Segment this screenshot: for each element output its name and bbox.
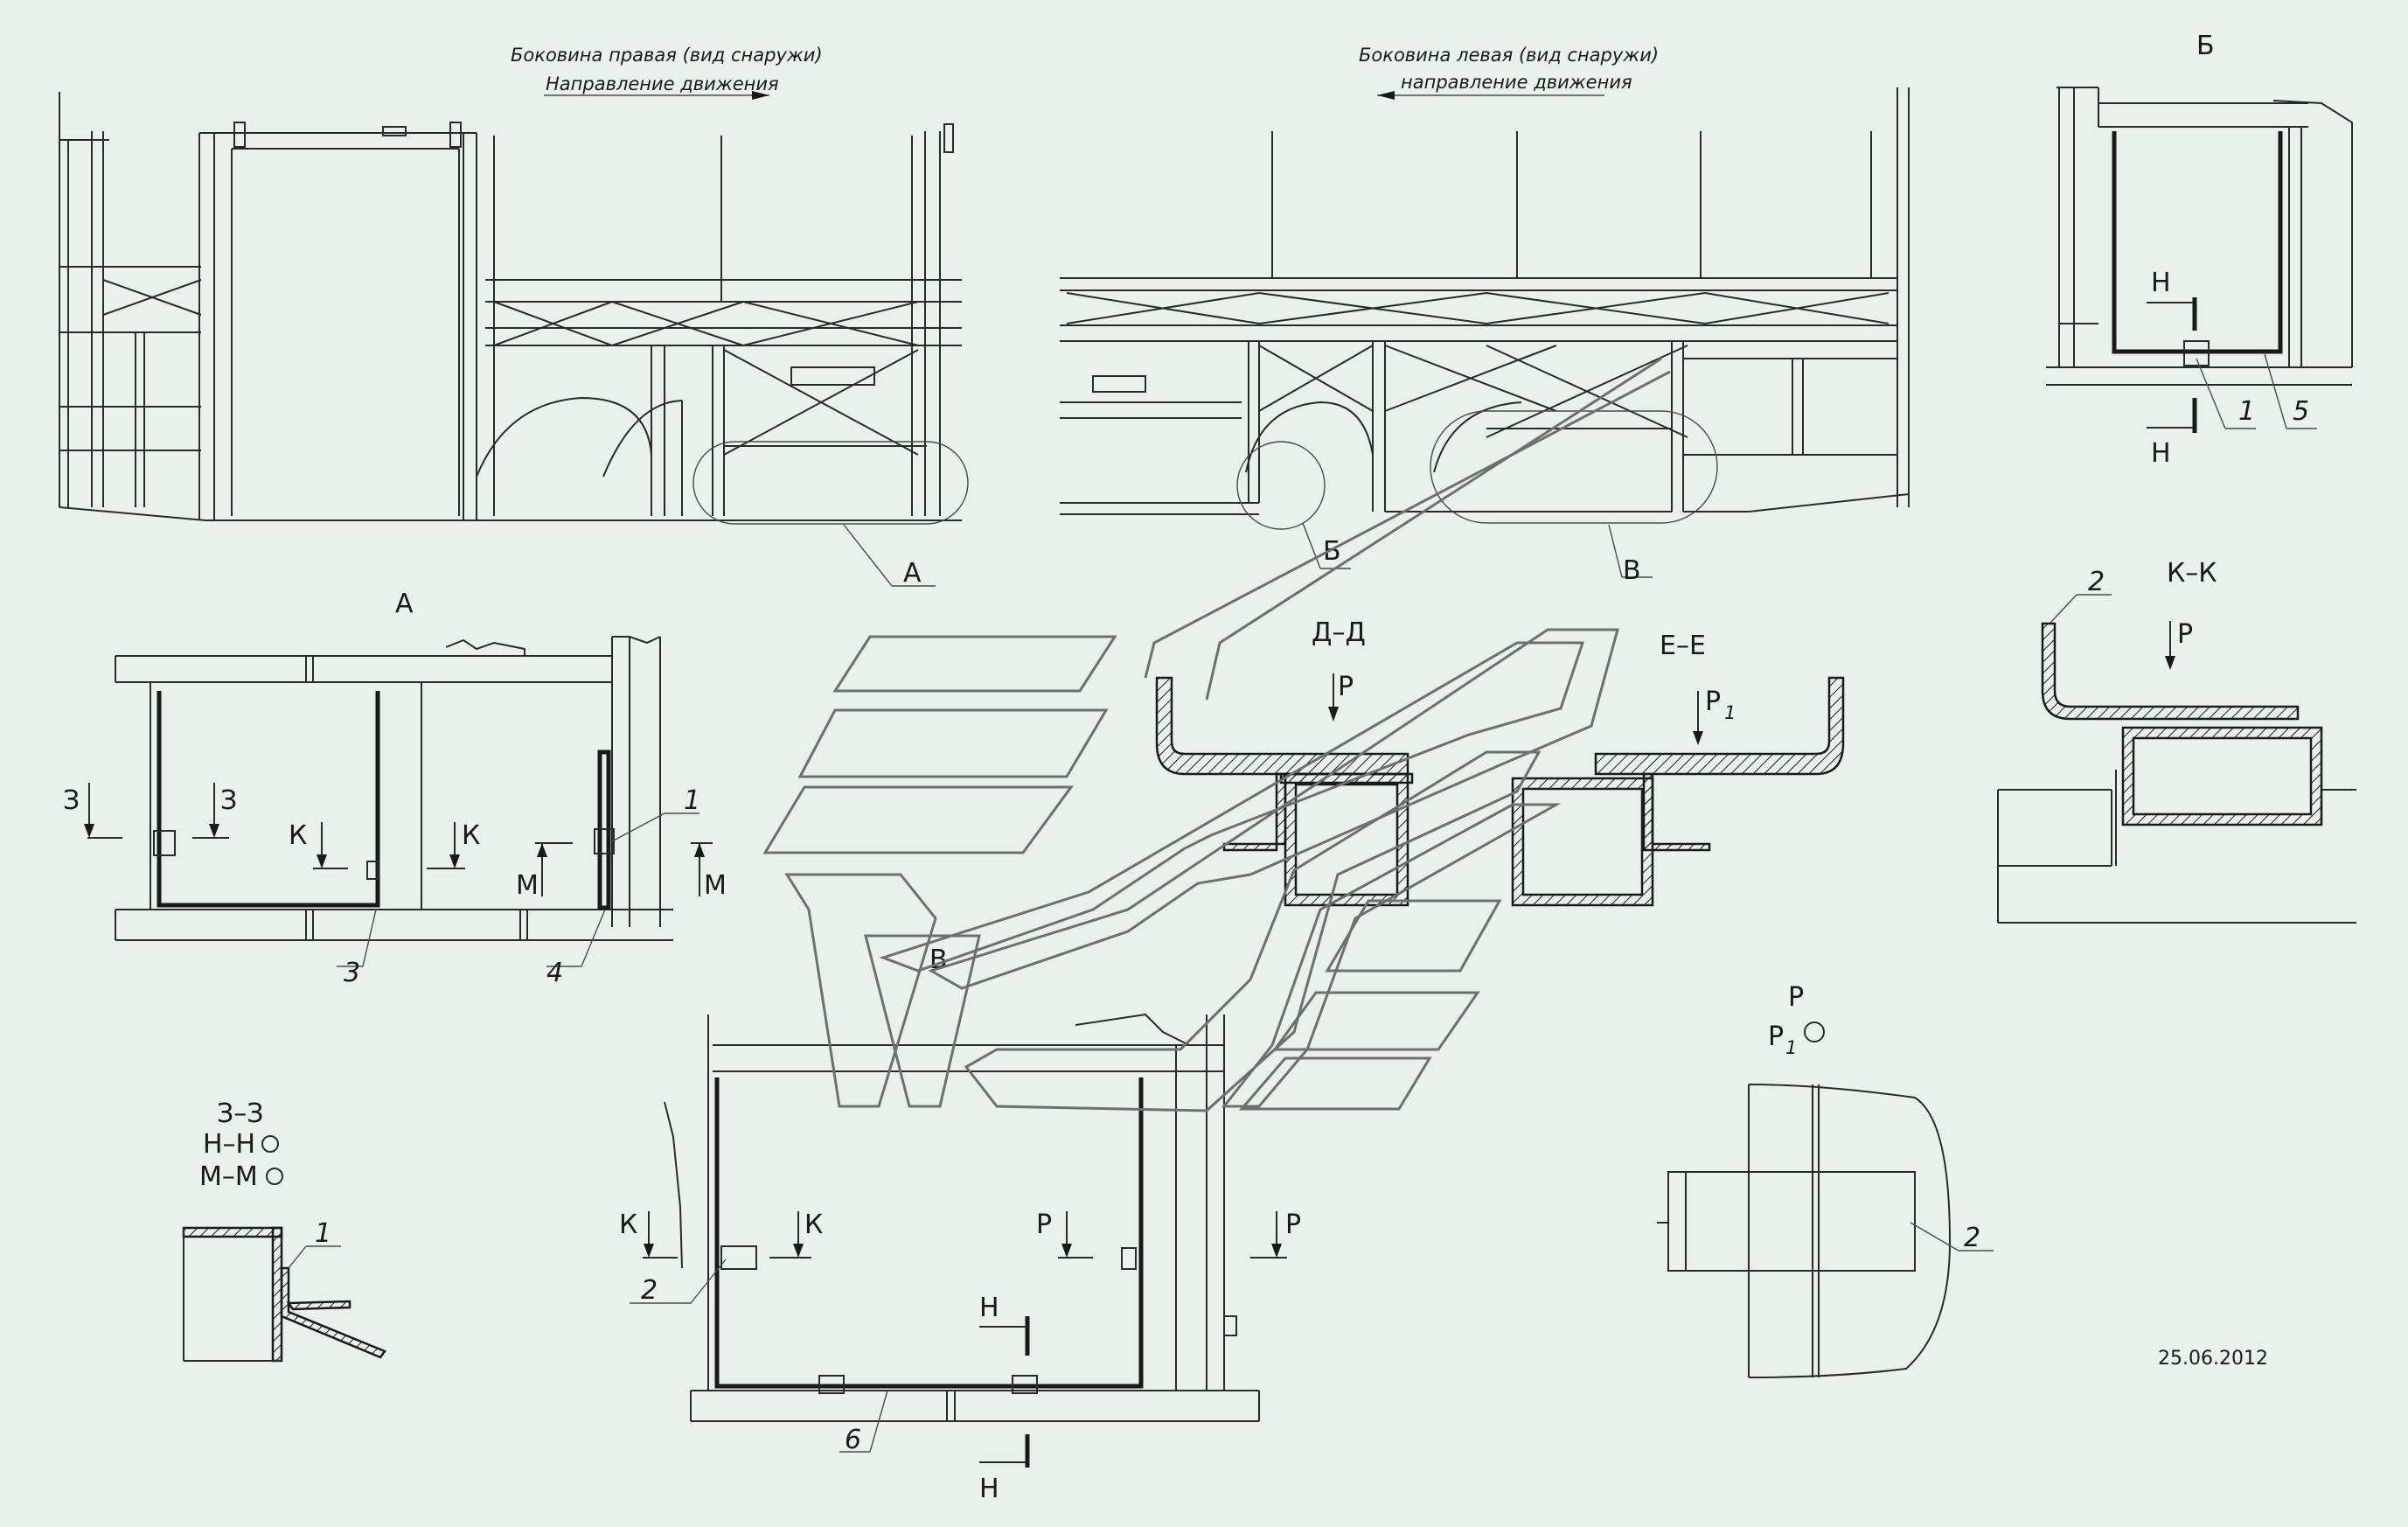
callout-v-label: В: [1623, 555, 1641, 586]
left-sidewall-frame: [1060, 87, 1910, 515]
view-b-leader-1: [2196, 358, 2226, 429]
view-a-leader-3: [362, 909, 377, 967]
view-p-leader-2: [1910, 1222, 1959, 1252]
view-b-section-marks: Н Н: [2147, 268, 2197, 469]
right-sidewall-frame: [59, 92, 962, 521]
svg-text:Н: Н: [2151, 268, 2171, 298]
section-ee-title: Е–Е: [1660, 631, 1706, 661]
svg-text:1: 1: [1724, 702, 1736, 723]
svg-text:Н: Н: [979, 1474, 999, 1504]
view-a-leader-4: [581, 909, 606, 967]
view-p1-rotate-icon: [1804, 1021, 1825, 1042]
view-p1-subscript: 1: [1785, 1037, 1797, 1058]
section-ee-detail: [1511, 676, 1845, 907]
view-a-part-3: 3: [344, 958, 360, 988]
view-a-part-1: 1: [684, 785, 700, 816]
view-a-pad-right: [366, 861, 379, 880]
view-v-pad-bottom-2: [1012, 1375, 1038, 1394]
svg-text:М: М: [516, 870, 539, 901]
view-b-leader-5: [2264, 353, 2287, 429]
svg-text:Р: Р: [1338, 672, 1354, 702]
view-a-title: А: [395, 589, 414, 619]
view-b-detail: [2046, 87, 2353, 386]
view-p-detail: [1657, 1084, 1952, 1378]
right-direction-label: Направление движения: [546, 73, 779, 94]
section-kk-part-2: 2: [2088, 567, 2105, 597]
leader-connector-outlines: [762, 357, 1671, 1112]
section-zz-title: З–З: [217, 1098, 263, 1129]
svg-text:К: К: [289, 820, 307, 851]
view-p1-title: Р: [1768, 1021, 1784, 1052]
view-b-channel: [2112, 131, 2283, 354]
callout-v-outline: [1430, 410, 1718, 524]
svg-text:К: К: [619, 1210, 637, 1240]
left-direction-arrowhead: [1377, 91, 1395, 100]
view-a-part-4: 4: [546, 958, 563, 988]
svg-text:Н: Н: [2151, 438, 2171, 469]
view-a-channel: [157, 691, 380, 908]
view-a-pad-left: [153, 830, 176, 856]
section-mm-title: М–М: [199, 1161, 258, 1192]
svg-text:К: К: [462, 820, 480, 851]
section-ee-p1-mark: Р 1: [1693, 687, 1736, 745]
callout-b-leader: [1302, 522, 1321, 569]
callout-a-label: А: [903, 558, 922, 589]
section-kk-leader-2: [2050, 594, 2077, 624]
section-dd-detail: [1155, 676, 1414, 907]
svg-text:Р: Р: [1285, 1210, 1301, 1240]
svg-text:Н: Н: [979, 1293, 999, 1323]
svg-text:З: З: [63, 785, 80, 816]
section-dd-p-mark: Р: [1328, 672, 1354, 722]
view-b-part-1: 1: [2238, 396, 2255, 427]
view-v-detail: [664, 1013, 1260, 1422]
view-p-title: Р: [1788, 982, 1804, 1013]
view-a-leader-1: [611, 812, 665, 842]
view-v-channel: [714, 1077, 1144, 1389]
callout-b-label: Б: [1323, 536, 1341, 567]
view-v-part-6: 6: [845, 1425, 861, 1455]
svg-text:Р: Р: [1036, 1210, 1052, 1240]
callout-a-leader: [843, 524, 893, 587]
view-b-part-5: 5: [2293, 396, 2309, 427]
section-nn-rotate-icon: [261, 1135, 279, 1153]
section-kk-title: К–К: [2167, 558, 2217, 589]
callout-v-leader: [1608, 524, 1623, 578]
right-direction-arrowhead: [752, 91, 769, 100]
view-a-detail: [115, 636, 673, 941]
view-b-pad: [2183, 340, 2210, 366]
view-v-pad-right: [1121, 1247, 1137, 1270]
view-v-leader-6: [869, 1390, 888, 1453]
svg-text:К: К: [804, 1210, 823, 1240]
section-zz-leader-1: [288, 1245, 307, 1269]
svg-text:Р: Р: [1705, 687, 1721, 717]
section-kk-detail: [1997, 622, 2356, 924]
view-v-part-2: 2: [641, 1275, 658, 1306]
section-dd-title: Д–Д: [1312, 617, 1366, 648]
view-p-part-2: 2: [1964, 1223, 1980, 1253]
callout-b-outline: [1236, 441, 1326, 530]
svg-text:Р: Р: [2177, 619, 2193, 650]
right-side-title: Боковина правая (вид снаружи): [511, 45, 823, 66]
svg-text:З: З: [220, 785, 237, 816]
section-zz-detail: [182, 1226, 386, 1363]
section-kk-p-mark: Р: [2165, 619, 2193, 670]
section-mm-rotate-icon: [266, 1168, 283, 1185]
view-v-leader-2: [690, 1259, 727, 1304]
date-stamp: 25.06.2012: [2158, 1348, 2268, 1370]
view-b-title: Б: [2196, 31, 2215, 61]
view-a-section-marks: З З К К М М: [63, 783, 727, 901]
callout-a-outline: [692, 441, 969, 525]
left-side-title: Боковина левая (вид снаружи): [1359, 45, 1659, 66]
view-v-pad-left: [720, 1245, 757, 1270]
view-v-pad-bottom-1: [818, 1375, 845, 1394]
left-direction-label: направление движения: [1401, 72, 1632, 93]
section-nn-title: Н–Н: [203, 1129, 255, 1160]
view-v-section-marks: К К Р Р Н Н: [619, 1210, 1301, 1504]
section-zz-part-1: 1: [315, 1218, 331, 1249]
svg-text:М: М: [704, 870, 727, 901]
view-a-strut-pad: [594, 828, 615, 854]
